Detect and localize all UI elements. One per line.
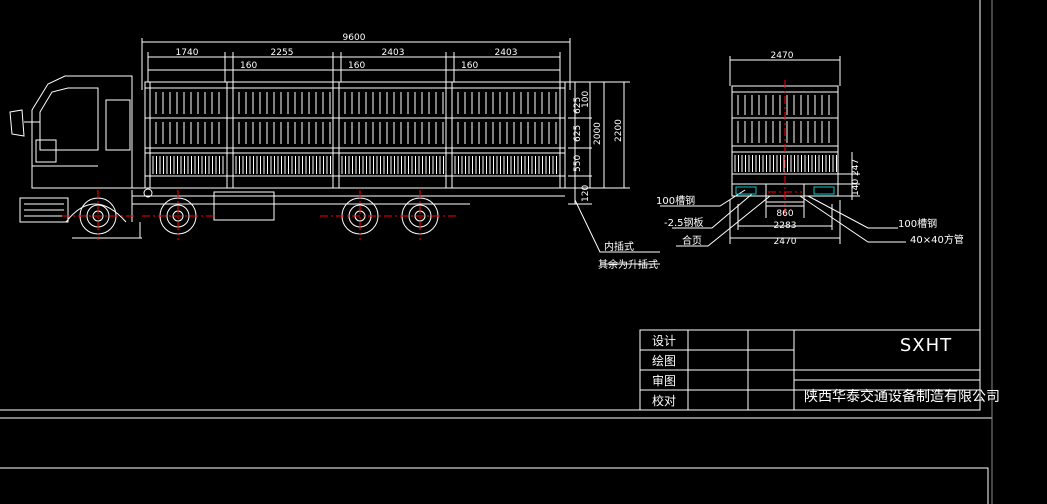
tb-reviewer-label: 审图 (652, 373, 676, 388)
cargo-slats-side (152, 92, 557, 174)
dim-rear-h140: 140 (851, 179, 861, 196)
dim-h550: 550 (573, 155, 583, 172)
tb-drafter-label: 绘图 (652, 353, 676, 368)
dim-seg3: 2403 (382, 48, 405, 58)
dim-h120: 120 (581, 185, 591, 202)
dim-gap2: 160 (348, 61, 365, 71)
wheel-centerlines (62, 190, 456, 240)
dim-h625a: 625 (573, 97, 583, 114)
callout-channel-left: 100槽钢 (656, 194, 695, 207)
title-block (639, 329, 981, 411)
callout-square-tube: 40×40方管 (910, 233, 964, 246)
dim-h2200: 2200 (614, 119, 624, 142)
rear-dimension-labels: 2470 247 140 860 2283 2470 100槽钢 -2.5钢板 … (656, 51, 964, 247)
dim-rear-w860: 860 (776, 209, 793, 219)
rear-centerline (768, 80, 802, 218)
cargo-slats-rear (734, 95, 837, 172)
dim-rear-w2283: 2283 (774, 221, 797, 231)
callout-channel-right: 100槽钢 (898, 217, 937, 230)
tb-checker-label: 校对 (652, 393, 676, 408)
dim-seg2: 2255 (271, 48, 294, 58)
dim-seg1: 1740 (176, 48, 199, 58)
title-block-text: 设计 绘图 审图 校对 SXHT 陕西华泰交通设备制造有限公司 (652, 334, 1000, 408)
dim-h100: 100 (581, 91, 591, 108)
dim-rear-h247: 247 (851, 159, 861, 176)
sheet-frame (0, 0, 993, 504)
callout-steel-plate: -2.5钢板 (664, 216, 704, 229)
dim-seg4: 2403 (495, 48, 518, 58)
dim-gap1: 160 (240, 61, 257, 71)
dim-rear-top: 2470 (771, 51, 794, 61)
rear-bumper-accents (735, 186, 835, 195)
dim-h625b: 625 (573, 125, 583, 142)
tb-company: 陕西华泰交通设备制造有限公司 (804, 388, 1000, 405)
dim-overall: 9600 (343, 33, 366, 43)
dim-gap3: 160 (461, 61, 478, 71)
dim-h2000: 2000 (593, 122, 603, 145)
callout-hinge: 合页 (682, 234, 702, 247)
note-inner-insert: 内插式 (604, 240, 634, 253)
side-dimension-labels: 9600 1740 2255 2403 2403 160 160 160 100… (176, 33, 658, 271)
dim-rear-w2470: 2470 (774, 237, 797, 247)
truck-side-view (9, 38, 660, 265)
tb-code: SXHT (900, 335, 952, 356)
tb-designer-label: 设计 (652, 334, 676, 348)
note-lift-insert: 其余为升插式 (598, 258, 658, 271)
